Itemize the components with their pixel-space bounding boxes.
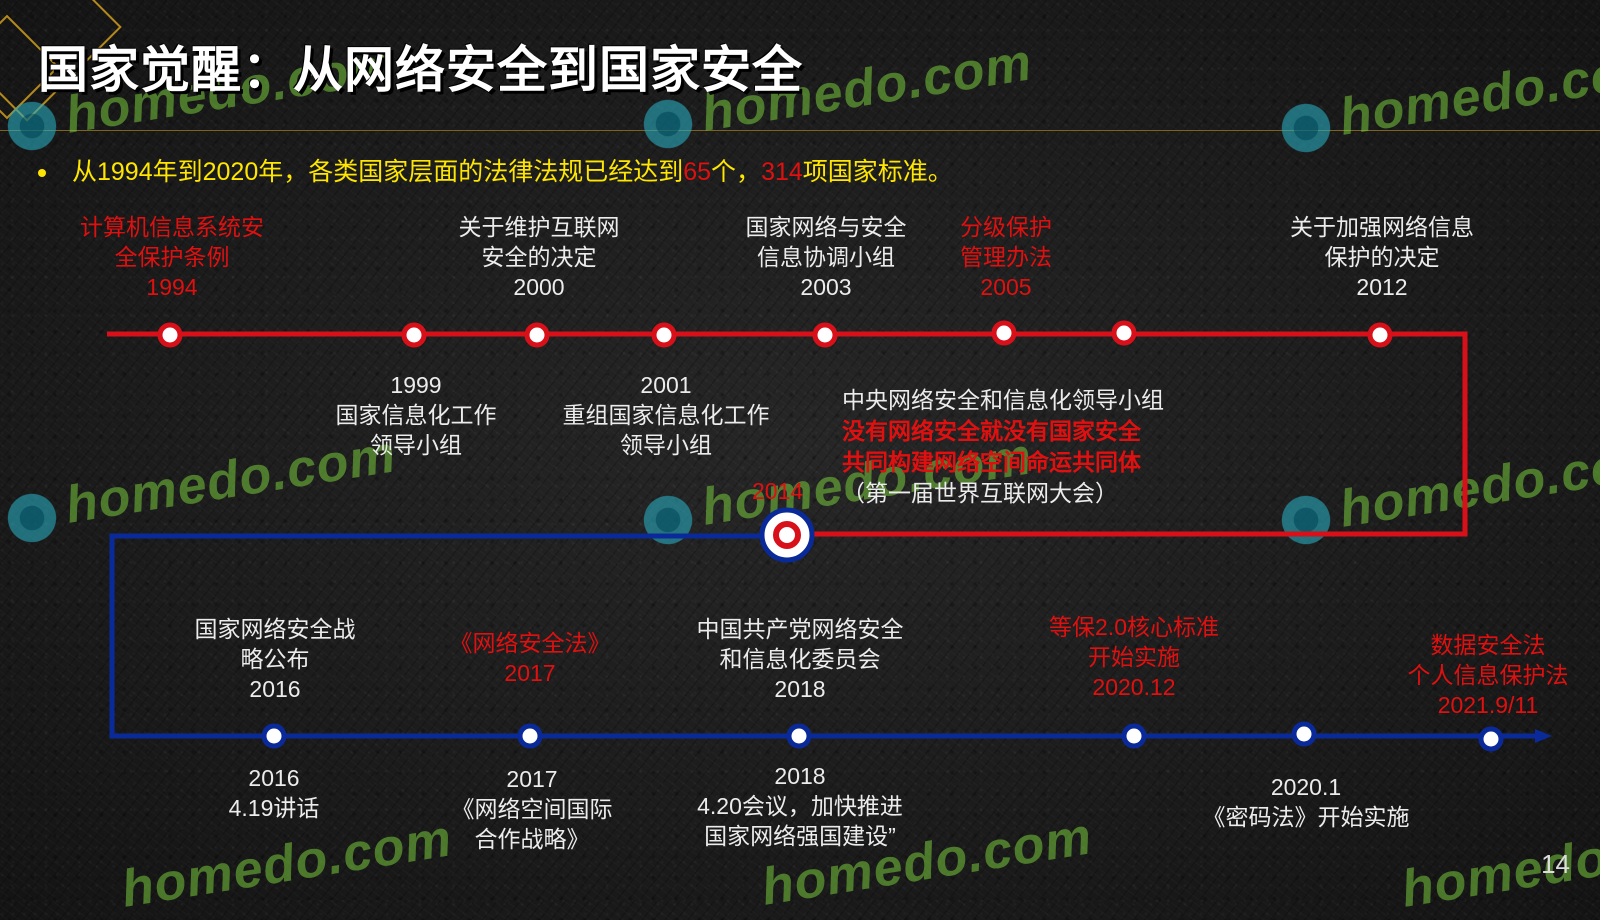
watermark-flower-icon — [640, 96, 696, 152]
watermark-flower-icon — [1278, 492, 1334, 548]
timeline-dot — [517, 723, 543, 749]
summary-bullet: 从1994年到2020年，各类国家层面的法律法规已经达到65个，314项国家标准… — [38, 152, 953, 188]
event-2014-details: 中央网络安全和信息化领导小组 没有网络安全就没有国家安全 共同构建网络空间命运共… — [842, 387, 1164, 506]
timeline-dot — [401, 322, 427, 348]
center-node-inner — [773, 521, 801, 549]
timeline-red-path — [107, 331, 1468, 537]
timeline-dot — [1121, 723, 1147, 749]
watermark-flower-icon — [640, 492, 696, 548]
page-number: 14 — [1541, 849, 1570, 879]
watermark-flower-icon — [4, 98, 60, 154]
timeline-dot — [786, 723, 812, 749]
event-2017-law: 《网络安全法》 2017 — [449, 630, 611, 686]
event-2018-meeting: 2018 4.20会议，加快推进 国家网络强国建设” — [697, 763, 903, 849]
timeline-dot — [991, 320, 1017, 346]
timeline-dot — [1291, 721, 1317, 747]
title-rule — [0, 130, 1600, 131]
timeline-dot — [1367, 322, 1393, 348]
event-2020-1: 2020.1 《密码法》开始实施 — [1202, 774, 1410, 830]
bullet-dot-icon — [38, 169, 46, 178]
event-2014-year: 2014 — [752, 478, 804, 504]
slide-title: 国家觉醒：从网络安全到国家安全 — [38, 42, 803, 98]
timeline-dot — [157, 322, 183, 348]
event-2001: 2001 重组国家信息化工作 领导小组 — [562, 372, 770, 458]
event-2012: 关于加强网络信息 保护的决定 2012 — [1290, 214, 1474, 300]
event-2016-strategy: 国家网络安全战 略公布 2016 — [194, 616, 356, 702]
timeline-dot — [1478, 726, 1504, 752]
timeline-dot — [261, 723, 287, 749]
event-2021: 数据安全法 个人信息保护法 2021.9/11 — [1407, 632, 1569, 718]
timeline-dot — [812, 322, 838, 348]
standards-count: 314 — [761, 158, 803, 186]
timeline-dot — [651, 322, 677, 348]
timeline-dot — [1111, 320, 1137, 346]
event-2018-committee: 中国共产党网络安全 和信息化委员会 2018 — [696, 616, 904, 702]
timeline-dot — [524, 322, 550, 348]
timeline-arrow-icon — [1535, 729, 1552, 743]
event-2003: 国家网络与安全 信息协调小组 2003 — [745, 214, 907, 300]
timeline-bottom-dots — [261, 721, 1504, 752]
event-1999: 1999 国家信息化工作 领导小组 — [335, 372, 497, 458]
timeline-graphic — [107, 320, 1552, 752]
watermark-flower-icon — [4, 490, 60, 546]
event-2005: 分级保护 管理办法 2005 — [960, 214, 1052, 300]
timeline-top-dots — [157, 320, 1393, 348]
event-2017-strategy: 2017 《网络空间国际 合作战略》 — [451, 766, 613, 852]
watermark-flower-icon — [1278, 100, 1334, 156]
laws-count: 65 — [683, 158, 712, 186]
event-1994: 计算机信息系统安 全保护条例 1994 — [80, 214, 264, 300]
event-2020-12: 等保2.0核心标准 开始实施 2020.12 — [1049, 614, 1219, 700]
event-2016-speech: 2016 4.19讲话 — [228, 765, 320, 821]
event-2000: 关于维护互联网 安全的决定 2000 — [458, 214, 620, 300]
timeline-blue-path — [109, 533, 1535, 739]
